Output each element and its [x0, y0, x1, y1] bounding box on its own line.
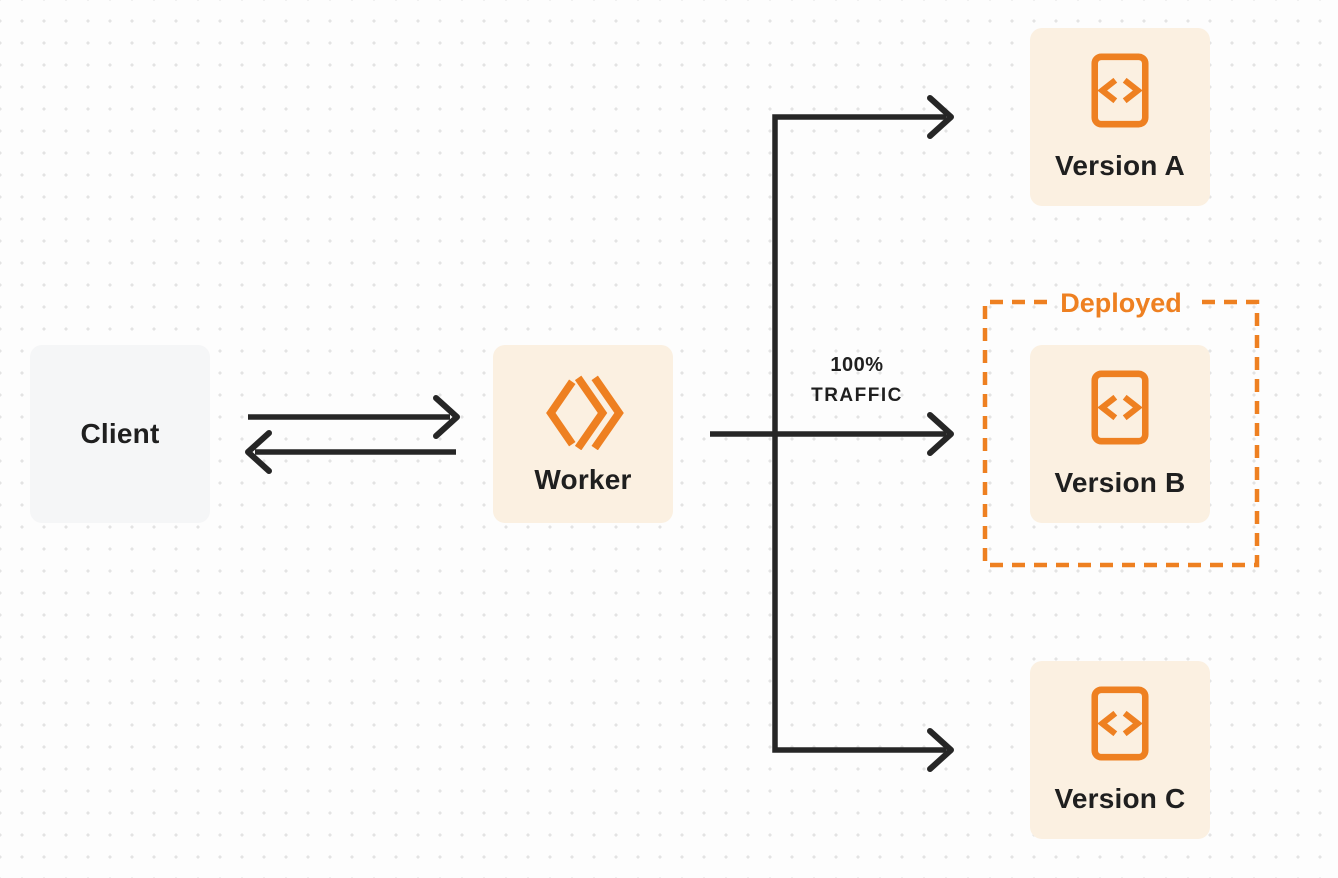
- version-a-node: Version A: [1030, 28, 1210, 206]
- top-branch-arrowhead-icon: [927, 95, 954, 139]
- deployed-badge-label: Deployed: [1060, 288, 1182, 318]
- version-b-node: Version B: [1030, 345, 1210, 523]
- traffic-word-label: TRAFFIC: [811, 385, 903, 406]
- traffic-percent-label: 100%: [830, 354, 884, 376]
- worker-node: Worker: [493, 345, 673, 523]
- workers-logo-icon: [546, 375, 624, 450]
- branch-line: [772, 114, 946, 753]
- traffic-annotation: 100% TRAFFIC: [777, 350, 937, 412]
- worker-label: Worker: [534, 464, 632, 495]
- client-node: Client: [30, 345, 210, 523]
- version-b-label: Version B: [1054, 466, 1186, 498]
- code-file-icon: [1091, 686, 1149, 760]
- trunk-arrowhead-icon: [927, 412, 954, 456]
- request-arrowhead-icon: [433, 395, 460, 439]
- version-c-node: Version C: [1030, 661, 1210, 839]
- response-arrowhead-icon: [245, 430, 272, 474]
- client-label: Client: [80, 418, 160, 449]
- code-file-icon: [1091, 53, 1149, 127]
- version-c-label: Version C: [1054, 782, 1186, 814]
- version-a-label: Version A: [1055, 149, 1185, 181]
- bottom-branch-arrowhead-icon: [927, 728, 954, 772]
- code-file-icon: [1091, 370, 1149, 444]
